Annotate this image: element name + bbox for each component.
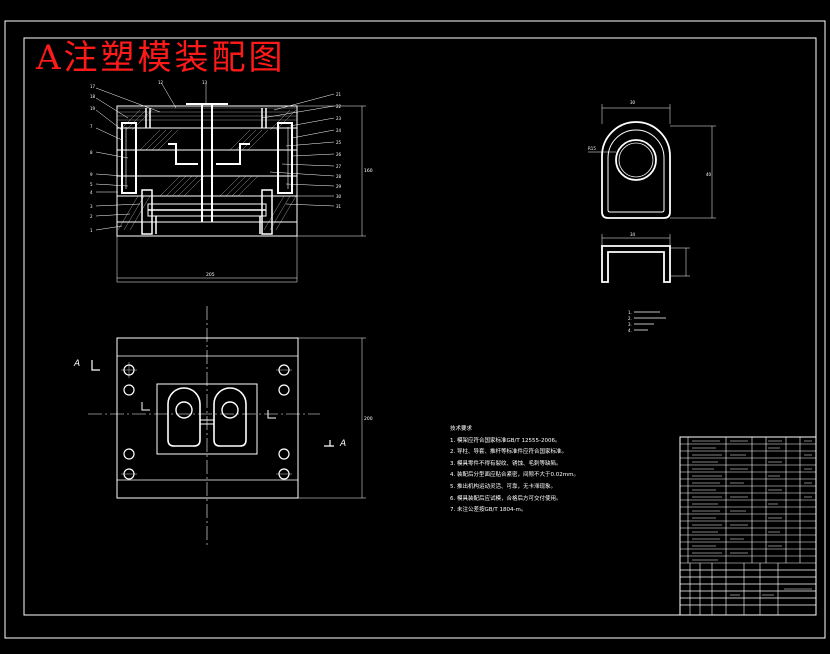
svg-text:30: 30 bbox=[630, 100, 636, 105]
plan-view: 200 bbox=[88, 306, 373, 548]
tech-note-item: 6. 模具装配后应试模，合格后方可交付使用。 bbox=[450, 495, 562, 502]
section-hatching bbox=[117, 107, 297, 231]
part-note-line: 3. bbox=[628, 322, 632, 327]
section-label-a-right: A bbox=[339, 439, 346, 449]
svg-text:R15: R15 bbox=[588, 146, 596, 151]
part-note-line: 1. bbox=[628, 310, 632, 315]
tech-note-item: 3. 模具零件不得有裂纹、锈蚀、毛刺等缺陷。 bbox=[450, 460, 562, 467]
svg-text:17: 17 bbox=[90, 84, 96, 89]
svg-text:1: 1 bbox=[90, 228, 93, 233]
svg-text:26: 26 bbox=[336, 152, 342, 157]
tech-note-item: 7. 未注公差按GB/T 1804-m。 bbox=[450, 507, 527, 514]
title-block bbox=[679, 436, 817, 616]
svg-text:34: 34 bbox=[630, 232, 636, 237]
part-notes: 1. 2. 3. 4. bbox=[628, 310, 666, 333]
inner-frame bbox=[23, 37, 817, 616]
drawing-title: A注塑模装配图 bbox=[36, 38, 286, 78]
tech-note-item: 4. 装配后分型面应贴合紧密，间隙不大于0.02mm。 bbox=[450, 472, 579, 479]
svg-text:27: 27 bbox=[336, 164, 342, 169]
svg-text:2: 2 bbox=[90, 214, 93, 219]
leader-lines-left bbox=[95, 83, 207, 231]
bom-text-marks bbox=[692, 440, 812, 596]
svg-text:12: 12 bbox=[158, 80, 164, 85]
part-note-line: 4. bbox=[628, 328, 632, 333]
cavity-part-right bbox=[213, 387, 247, 447]
tech-note-item: 5. 推出机构运动灵活、可靠，无卡滞现象。 bbox=[450, 483, 556, 490]
svg-text:7: 7 bbox=[90, 124, 93, 129]
svg-text:13: 13 bbox=[202, 80, 208, 85]
svg-text:28: 28 bbox=[336, 174, 342, 179]
plan-outline bbox=[116, 337, 299, 499]
plate-lines bbox=[117, 127, 297, 223]
technical-requirements: 技术要求 1. 模架应符合国家标准GB/T 12555-2006。 2. 导柱、… bbox=[450, 424, 665, 517]
guide-pillar-left bbox=[121, 122, 137, 194]
svg-text:19: 19 bbox=[90, 106, 96, 111]
svg-text:23: 23 bbox=[336, 116, 342, 121]
part-outline bbox=[601, 121, 671, 219]
svg-text:200: 200 bbox=[364, 416, 373, 422]
svg-text:29: 29 bbox=[336, 184, 342, 189]
svg-text:40: 40 bbox=[706, 172, 712, 177]
svg-text:18: 18 bbox=[90, 94, 96, 99]
svg-text:8: 8 bbox=[90, 150, 93, 155]
center-lines bbox=[88, 306, 320, 548]
outer-frame bbox=[4, 20, 826, 639]
leader-lines-right bbox=[261, 93, 335, 207]
svg-text:5: 5 bbox=[90, 182, 93, 187]
svg-text:3: 3 bbox=[90, 204, 93, 209]
section-marker-right bbox=[324, 440, 334, 447]
product-part-view: 30 40 R15 34 bbox=[588, 100, 716, 283]
part-hole bbox=[615, 139, 657, 181]
svg-text:31: 31 bbox=[336, 204, 342, 209]
svg-text:25: 25 bbox=[336, 140, 342, 145]
svg-text:30: 30 bbox=[336, 194, 342, 199]
tech-notes-heading: 技术要求 bbox=[450, 426, 473, 432]
part-side-view bbox=[601, 245, 671, 283]
svg-text:21: 21 bbox=[336, 92, 342, 97]
svg-text:4: 4 bbox=[90, 190, 93, 195]
svg-text:160: 160 bbox=[364, 168, 373, 174]
part-note-line: 2. bbox=[628, 316, 632, 321]
tech-note-item: 1. 模架应符合国家标准GB/T 12555-2006。 bbox=[450, 437, 561, 444]
svg-text:205: 205 bbox=[206, 272, 215, 278]
mould-base-outline bbox=[116, 105, 298, 237]
svg-text:9: 9 bbox=[90, 172, 93, 177]
section-marker-left bbox=[91, 360, 100, 371]
svg-text:24: 24 bbox=[336, 128, 342, 133]
section-label-a-left: A bbox=[73, 359, 80, 369]
cavity-part-left bbox=[167, 387, 201, 447]
tech-note-item: 2. 导柱、导套、推杆等标准件应符合国家标准。 bbox=[450, 449, 567, 456]
guide-pillar-right bbox=[277, 122, 293, 194]
guide-holes bbox=[123, 364, 290, 480]
sprue-core bbox=[186, 103, 228, 222]
dimension-lines bbox=[116, 105, 366, 283]
svg-text:22: 22 bbox=[336, 104, 342, 109]
